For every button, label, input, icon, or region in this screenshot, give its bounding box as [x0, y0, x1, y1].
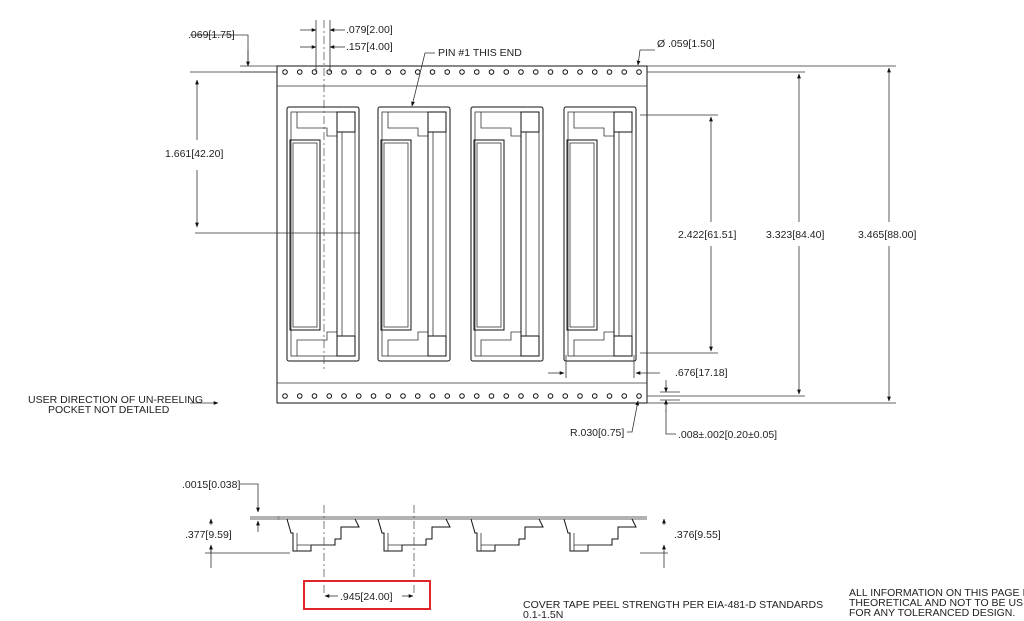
- info-note-3: FOR ANY TOLERANCED DESIGN.: [849, 607, 1016, 619]
- unreeling-note-2: POCKET NOT DETAILED: [48, 404, 170, 416]
- pocket: [563, 106, 637, 362]
- pocket-depth-right-dim: .376[9.55]: [674, 529, 721, 541]
- sprocket-hole: [400, 69, 406, 75]
- tape-outline: [276, 65, 648, 404]
- pocket-side-profile: [563, 518, 637, 552]
- sprocket-holes-bottom: [282, 393, 642, 399]
- pocket-length-dim: 2.422[61.51]: [678, 229, 736, 241]
- sprocket-hole: [562, 69, 569, 75]
- sprocket-hole: [311, 69, 318, 75]
- sprocket-hole: [444, 69, 451, 75]
- pocket: [470, 106, 544, 362]
- sprocket-hole: [444, 393, 451, 399]
- sprocket-hole: [606, 69, 613, 75]
- pin1-leader: [411, 52, 435, 107]
- sprocket-holes-top: [282, 69, 642, 75]
- sprocket-hole: [636, 69, 642, 75]
- sprocket-hole: [311, 393, 318, 399]
- pockets-top-view: [286, 106, 637, 362]
- info-note-2: THEORETICAL AND NOT TO BE USED: [849, 597, 1024, 609]
- sprocket-hole: [518, 393, 524, 399]
- tape-width-dim: 3.465[88.00]: [858, 229, 916, 241]
- tape-thickness-dim: .008±.002[0.20±0.05]: [678, 429, 777, 441]
- peel-strength-range: 0.1-1.5N: [523, 609, 564, 621]
- sprocket-hole: [429, 393, 436, 399]
- sprocket-hole: [488, 69, 495, 75]
- pocket: [377, 106, 451, 362]
- pocket-edge-dim: 1.661[42.20]: [165, 148, 223, 160]
- pin1-label: PIN #1 THIS END: [438, 47, 522, 59]
- info-note-1: ALL INFORMATION ON THIS PAGE IS: [849, 587, 1024, 599]
- sprocket-hole: [532, 393, 539, 399]
- peel-strength-note: COVER TAPE PEEL STRENGTH PER EIA-481-D S…: [523, 599, 824, 611]
- sprocket-hole: [370, 69, 377, 75]
- sprocket-hole: [532, 69, 539, 75]
- hole-pitch-b-dim: .157[4.00]: [346, 41, 393, 53]
- unreeling-note-1: USER DIRECTION OF UN-REELING: [28, 394, 204, 406]
- sprocket-hole: [636, 393, 642, 399]
- sprocket-hole: [518, 69, 524, 75]
- sprocket-hole: [503, 393, 510, 399]
- hole-offset-dim: .069[1.75]: [188, 29, 235, 41]
- sprocket-hole: [488, 393, 495, 399]
- sprocket-hole: [621, 69, 628, 75]
- sprocket-hole: [282, 393, 288, 399]
- sprocket-hole: [473, 393, 480, 399]
- sprocket-hole: [414, 69, 421, 75]
- corner-radius-dim: R.030[0.75]: [570, 427, 624, 439]
- pocket-side-profile: [286, 518, 360, 552]
- pocket-side-profile: [470, 518, 544, 552]
- sprocket-hole: [547, 69, 554, 75]
- sprocket-hole: [606, 393, 613, 399]
- pitch-highlight-box: [303, 580, 431, 610]
- sprocket-hole: [400, 393, 406, 399]
- side-view: [277, 516, 647, 552]
- sprocket-hole: [341, 393, 347, 399]
- sprocket-hole: [503, 69, 510, 75]
- sprocket-hole: [355, 69, 362, 75]
- sprocket-hole: [385, 69, 392, 75]
- sprocket-hole: [547, 393, 554, 399]
- pocket-pitch-dim: .945[24.00]: [340, 591, 393, 603]
- sprocket-hole: [282, 69, 288, 75]
- pocket: [286, 106, 360, 362]
- tape-inner-dim: 3.323[84.40]: [766, 229, 824, 241]
- sprocket-hole: [385, 393, 392, 399]
- hole-dia-symbol: Ø: [657, 38, 665, 50]
- cover-thickness-dim: .0015[0.038]: [182, 479, 240, 491]
- sprocket-hole: [370, 393, 377, 399]
- sprocket-hole: [621, 393, 628, 399]
- sprocket-hole: [414, 393, 421, 399]
- sprocket-hole: [341, 69, 347, 75]
- sprocket-hole: [355, 393, 362, 399]
- sprocket-hole: [577, 393, 583, 399]
- sprocket-hole: [577, 69, 583, 75]
- pocket-width-dim: .676[17.18]: [675, 367, 728, 379]
- sprocket-hole: [591, 393, 598, 399]
- sprocket-hole: [591, 69, 598, 75]
- hole-pitch-a-dim: .079[2.00]: [346, 24, 393, 36]
- sprocket-hole: [473, 69, 480, 75]
- sprocket-hole: [429, 69, 436, 75]
- sprocket-hole: [326, 69, 333, 75]
- sprocket-hole: [296, 69, 303, 75]
- pocket-depth-left-dim: .377[9.59]: [185, 529, 232, 541]
- hole-dia-dim: .059[1.50]: [668, 38, 715, 50]
- sprocket-hole: [562, 393, 569, 399]
- sprocket-hole: [326, 393, 333, 399]
- sprocket-hole: [459, 69, 465, 75]
- sprocket-hole: [296, 393, 303, 399]
- sprocket-hole: [459, 393, 465, 399]
